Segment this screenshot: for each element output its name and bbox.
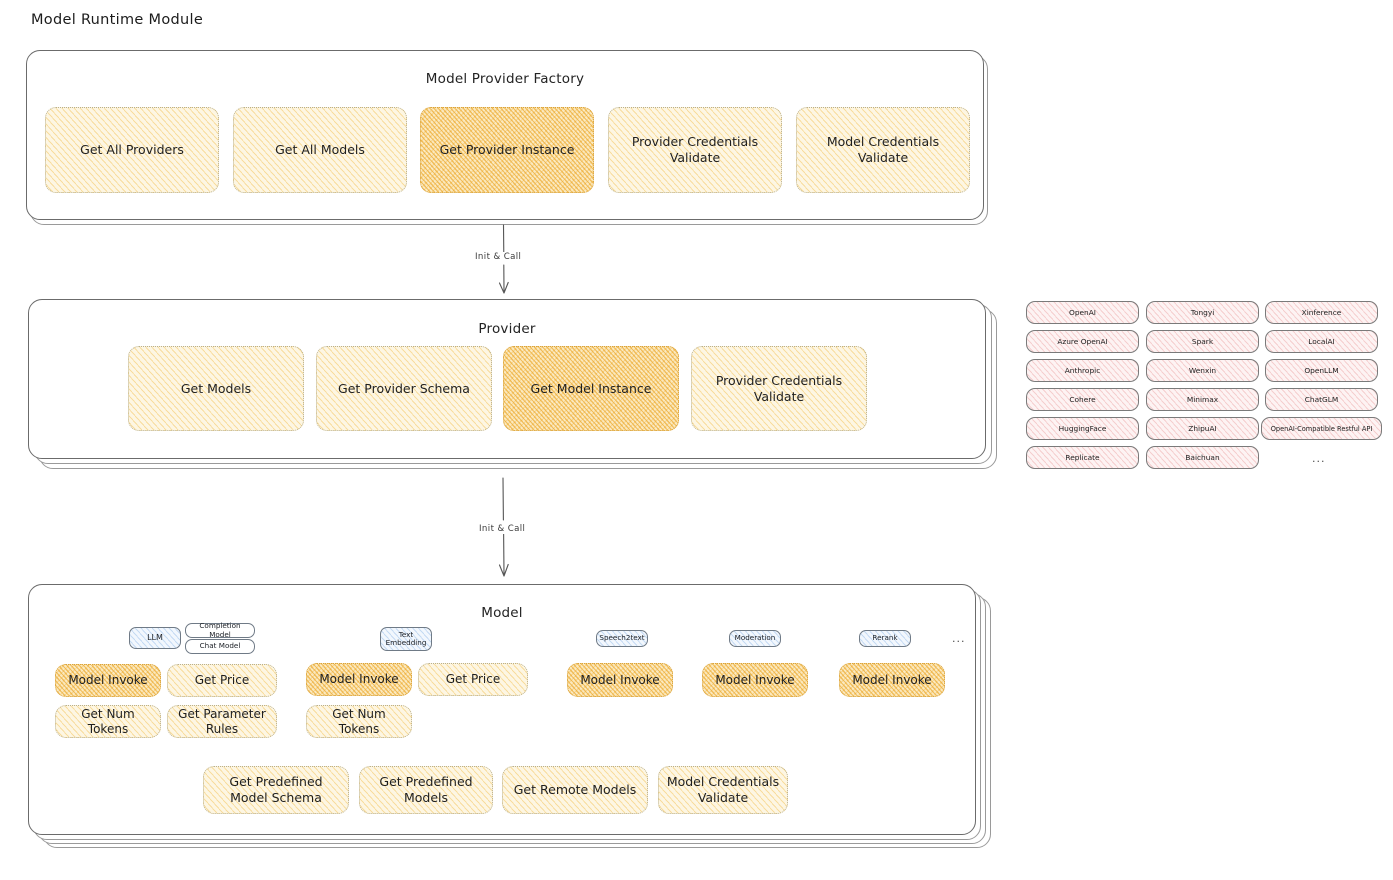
provider-tile-openai[interactable]: OpenAI [1026, 301, 1139, 324]
model-title: Model [481, 605, 523, 621]
model-subtag-chat-model[interactable]: Chat Model [185, 639, 255, 654]
provider-tile-chatglm[interactable]: ChatGLM [1265, 388, 1378, 411]
provider-tile-azure-openai[interactable]: Azure OpenAI [1026, 330, 1139, 353]
factory-title: Model Provider Factory [425, 71, 585, 87]
llm-method-get-num-tokens[interactable]: Get Num Tokens [55, 705, 161, 738]
model-type-tag-llm[interactable]: LLM [129, 627, 181, 649]
page-title: Model Runtime Module [31, 12, 204, 28]
factory-box-model-credentials-validate[interactable]: Model Credentials Validate [796, 107, 970, 193]
arrow-provider-to-model [498, 477, 509, 577]
provider-tile-spark[interactable]: Spark [1146, 330, 1259, 353]
model-common-get-predefined-model-schema[interactable]: Get Predefined Model Schema [203, 766, 349, 814]
model-type-tag-rerank[interactable]: Rerank [859, 630, 911, 647]
provider-tile-xinference[interactable]: Xinference [1265, 301, 1378, 324]
llm-method-model-invoke[interactable]: Model Invoke [55, 664, 161, 697]
model-types-more-dots: ... [952, 632, 966, 645]
llm-method-get-parameter-rules[interactable]: Get Parameter Rules [167, 705, 277, 738]
text-embedding-method-get-num-tokens[interactable]: Get Num Tokens [306, 705, 412, 738]
model-subtag-completion-model[interactable]: Completion Model [185, 622, 255, 638]
provider-tile-openai-compatible-restful-api[interactable]: OpenAI-Compatible Restful API [1261, 417, 1382, 440]
provider-box-provider-credentials-validate[interactable]: Provider Credentials Validate [691, 346, 867, 431]
model-type-tag-moderation[interactable]: Moderation [729, 630, 781, 647]
arrow-label-init-call-1: Init & Call [472, 252, 525, 262]
text-embedding-method-model-invoke[interactable]: Model Invoke [306, 663, 412, 696]
provider-box-get-model-instance[interactable]: Get Model Instance [503, 346, 679, 431]
model-common-get-predefined-models[interactable]: Get Predefined Models [359, 766, 493, 814]
factory-box-get-all-models[interactable]: Get All Models [233, 107, 407, 193]
model-common-model-credentials-validate[interactable]: Model Credentials Validate [658, 766, 788, 814]
provider-tile-tongyi[interactable]: Tongyi [1146, 301, 1259, 324]
provider-tile-localai[interactable]: LocalAI [1265, 330, 1378, 353]
provider-tile-openllm[interactable]: OpenLLM [1265, 359, 1378, 382]
provider-tile-wenxin[interactable]: Wenxin [1146, 359, 1259, 382]
speech2text-method-model-invoke[interactable]: Model Invoke [567, 663, 673, 697]
factory-box-provider-credentials-validate[interactable]: Provider Credentials Validate [608, 107, 782, 193]
factory-box-get-all-providers[interactable]: Get All Providers [45, 107, 219, 193]
provider-tile-anthropic[interactable]: Anthropic [1026, 359, 1139, 382]
factory-box-get-provider-instance[interactable]: Get Provider Instance [420, 107, 594, 193]
provider-tile-huggingface[interactable]: HuggingFace [1026, 417, 1139, 440]
provider-box-get-provider-schema[interactable]: Get Provider Schema [316, 346, 492, 431]
model-type-tag-text-embedding[interactable]: Text Embedding [380, 627, 432, 651]
llm-method-get-price[interactable]: Get Price [167, 664, 277, 697]
model-type-tag-speech2text[interactable]: Speech2text [596, 630, 648, 647]
arrow-factory-to-provider [498, 224, 509, 294]
provider-list-more-dots: ... [1312, 452, 1326, 465]
text-embedding-method-get-price[interactable]: Get Price [418, 663, 528, 696]
provider-box-get-models[interactable]: Get Models [128, 346, 304, 431]
rerank-method-model-invoke[interactable]: Model Invoke [839, 663, 945, 697]
model-common-get-remote-models[interactable]: Get Remote Models [502, 766, 648, 814]
provider-tile-replicate[interactable]: Replicate [1026, 446, 1139, 469]
moderation-method-model-invoke[interactable]: Model Invoke [702, 663, 808, 697]
arrow-label-init-call-2: Init & Call [476, 524, 529, 534]
provider-tile-zhipuai[interactable]: ZhipuAI [1146, 417, 1259, 440]
provider-tile-baichuan[interactable]: Baichuan [1146, 446, 1259, 469]
provider-tile-minimax[interactable]: Minimax [1146, 388, 1259, 411]
provider-title: Provider [478, 321, 536, 337]
provider-tile-cohere[interactable]: Cohere [1026, 388, 1139, 411]
